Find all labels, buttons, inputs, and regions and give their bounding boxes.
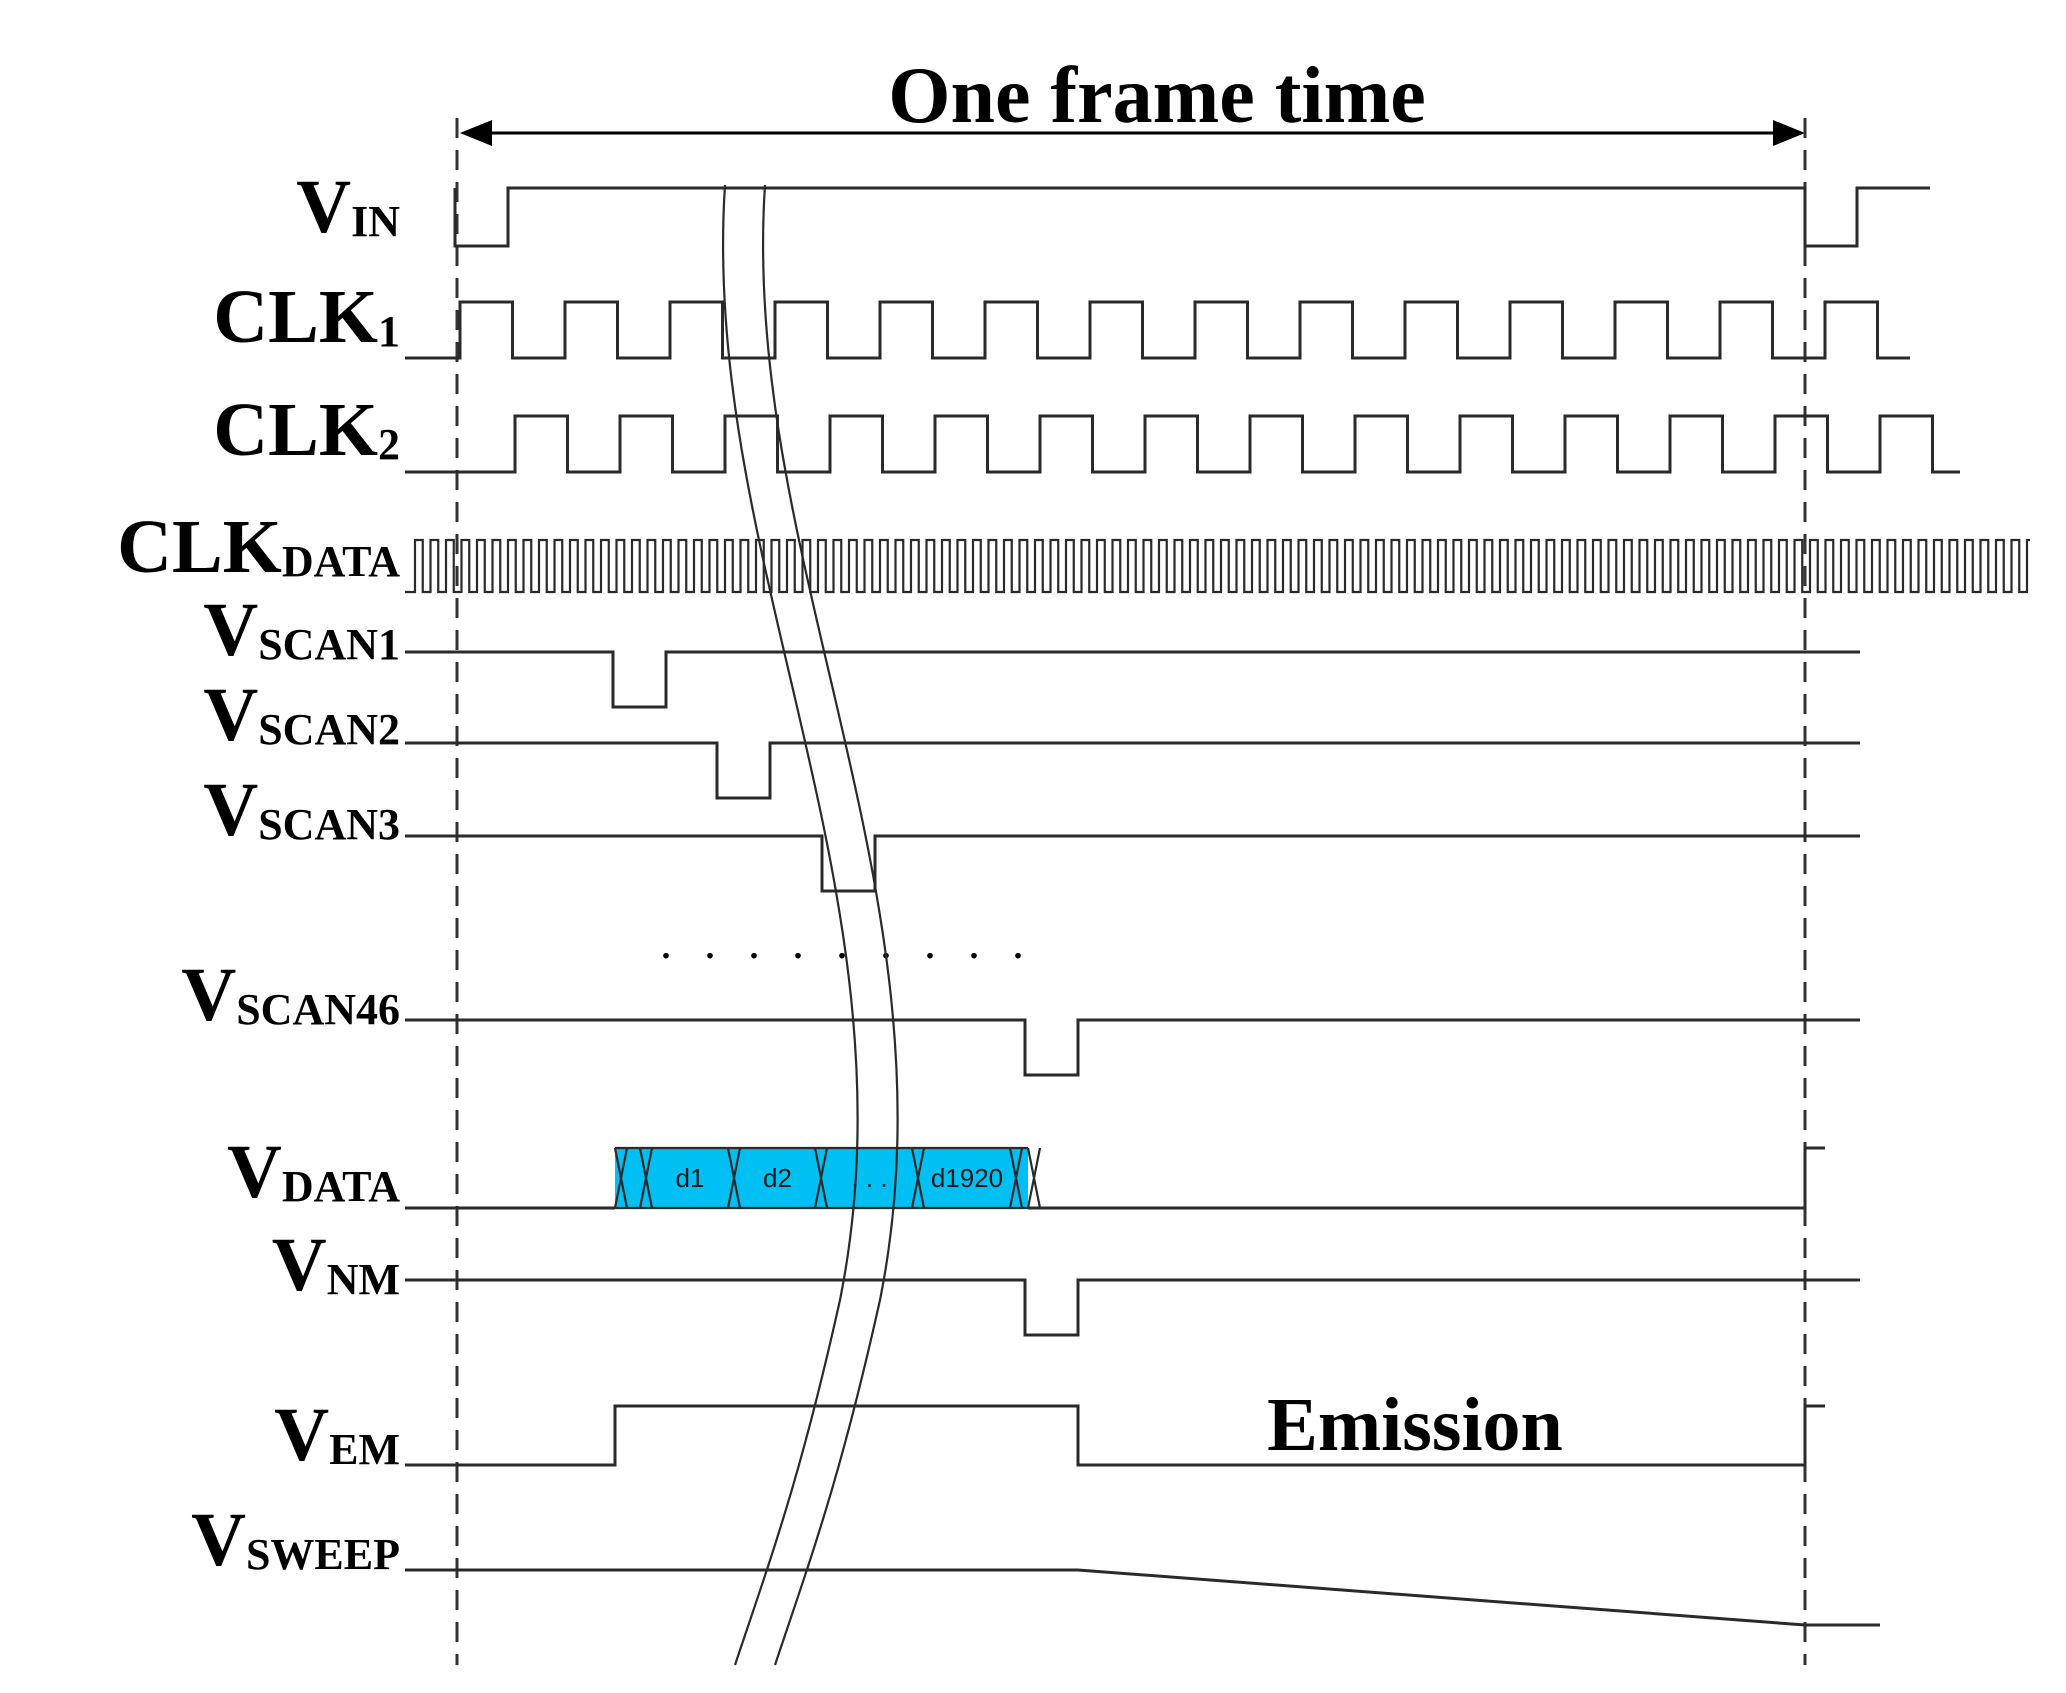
data-cell-label: d2: [763, 1163, 792, 1193]
wave-vdata: [405, 1146, 1825, 1210]
data-transition: [910, 1147, 926, 1209]
label-vdata: VDATA: [227, 1130, 400, 1214]
data-transition: [726, 1147, 742, 1209]
wave-vem: [405, 1404, 1825, 1467]
label-vscan2: VSCAN2: [203, 673, 400, 757]
wave-vnm: [405, 1278, 1860, 1337]
data-transition: [1026, 1147, 1042, 1209]
data-bus-edges: [615, 1146, 1028, 1210]
wave-clk2: [405, 414, 1960, 474]
wave-clkdata: [405, 538, 2030, 594]
label-vscan1: VSCAN1: [203, 588, 400, 672]
frame-time-arrow: [460, 120, 1805, 146]
data-cell-label: . . .: [851, 1163, 887, 1193]
label-vem: VEM: [274, 1393, 400, 1477]
data-transition: [613, 1147, 629, 1209]
data-transition: [1008, 1147, 1024, 1209]
time-break: [721, 184, 899, 1666]
data-transition: [638, 1147, 654, 1209]
data-cells: d1 d2 . . . d1920: [613, 1146, 1042, 1210]
wave-vscan1: [405, 650, 1860, 709]
waveforms: [405, 186, 2030, 1627]
wave-vin: [453, 186, 1930, 248]
data-cell-label: d1: [676, 1163, 705, 1193]
label-vin: VIN: [296, 165, 400, 249]
wave-vscan46: [405, 1018, 1860, 1077]
label-vnm: VNM: [272, 1223, 400, 1307]
label-vscan3: VSCAN3: [203, 768, 400, 852]
label-vscan46: VSCAN46: [181, 953, 400, 1037]
label-clkdata: CLKDATA: [117, 505, 400, 589]
wave-vscan2: [405, 741, 1860, 800]
wave-vscan3: [405, 834, 1860, 893]
label-vsweep: VSWEEP: [191, 1498, 400, 1582]
frame-title: One frame time: [888, 52, 1426, 140]
label-clk1: CLK1: [213, 275, 400, 359]
data-cell-label: d1920: [931, 1163, 1003, 1193]
data-transition: [813, 1147, 829, 1209]
wave-vsweep: [405, 1568, 1880, 1627]
wave-clk1: [405, 300, 1910, 360]
label-clk2: CLK2: [213, 388, 400, 472]
emission-label: Emission: [1267, 1383, 1563, 1467]
signal-labels: VIN CLK1 CLK2 CLKDATA VSCAN1 VSCAN2 VSCA…: [117, 165, 400, 1582]
